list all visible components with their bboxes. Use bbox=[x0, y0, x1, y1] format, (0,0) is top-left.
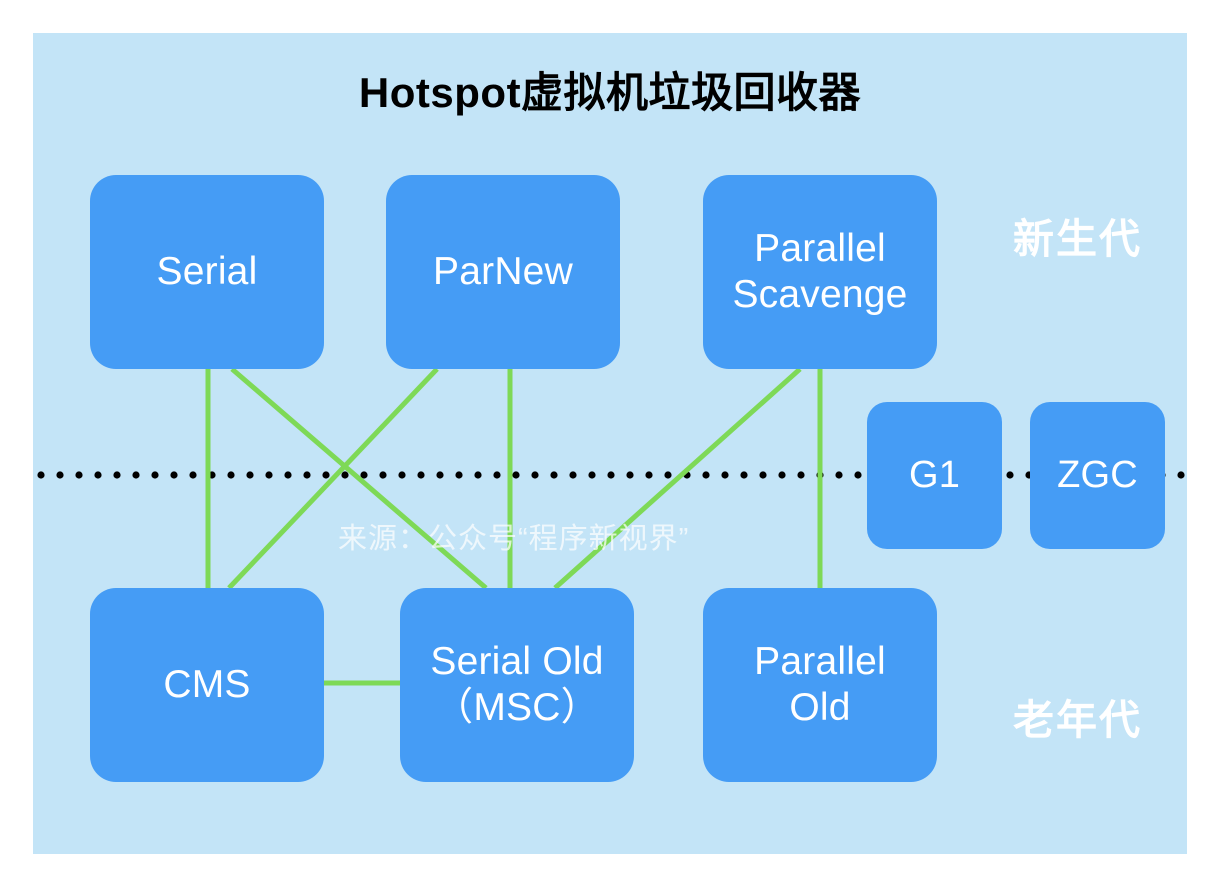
node-serial-old-label: Serial Old（MSC） bbox=[430, 639, 604, 729]
node-serial-old[interactable]: Serial Old（MSC） bbox=[400, 588, 634, 782]
node-zgc-label: ZGC bbox=[1057, 454, 1138, 497]
node-parnew[interactable]: ParNew bbox=[386, 175, 620, 369]
page-title: Hotspot虚拟机垃圾回收器 bbox=[358, 69, 862, 116]
node-serial[interactable]: Serial bbox=[90, 175, 324, 369]
node-g1[interactable]: G1 bbox=[867, 402, 1002, 549]
node-parnew-label: ParNew bbox=[433, 249, 573, 293]
generation-label-old: 老年代 bbox=[1013, 697, 1142, 743]
edge-layer bbox=[205, 367, 823, 686]
node-zgc[interactable]: ZGC bbox=[1030, 402, 1165, 549]
node-serial-label: Serial bbox=[156, 249, 258, 293]
node-cms-label: CMS bbox=[163, 662, 251, 706]
node-cms[interactable]: CMS bbox=[90, 588, 324, 782]
node-g1-label: G1 bbox=[908, 454, 961, 497]
generation-label-young: 新生代 bbox=[1013, 216, 1142, 262]
diagram-panel: Hotspot虚拟机垃圾回收器 来源：公众号“程序新视界” Serial Par… bbox=[33, 33, 1187, 854]
